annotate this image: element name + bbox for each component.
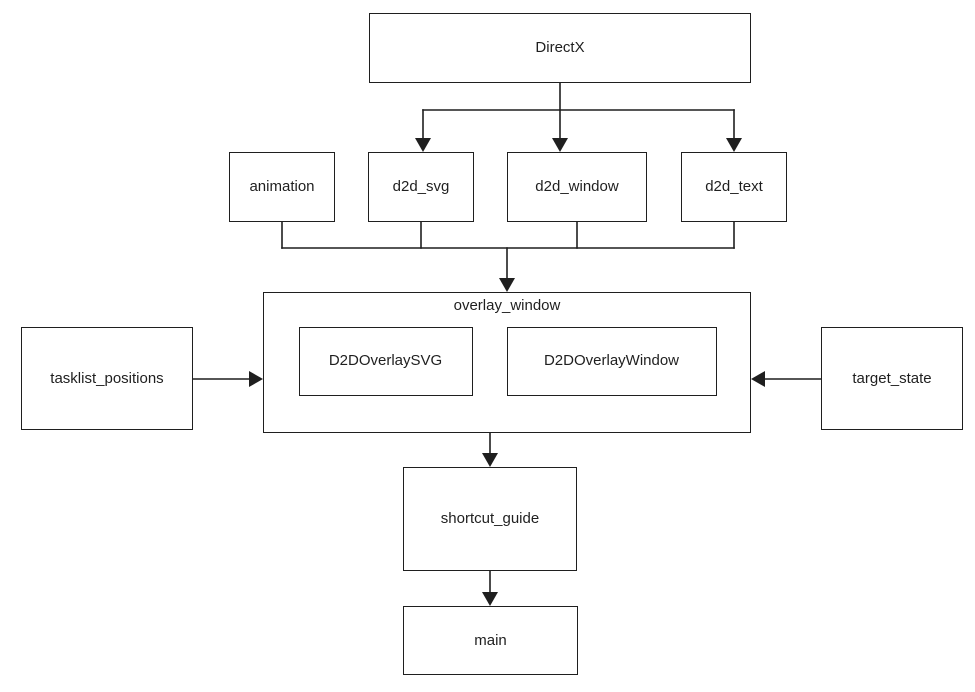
node-d2d-svg: d2d_svg [368,152,474,222]
node-d2d-overlay-svg: D2DOverlaySVG [298,326,473,396]
node-d2d-text: d2d_text [681,152,787,222]
node-shortcut-guide-label: shortcut_guide [440,510,540,527]
node-main-label: main [474,631,507,649]
connector-merge-to-overlay_window-arrow [499,247,515,292]
node-d2d-overlay-svg-label: D2DOverlaySVG [328,352,443,369]
node-d2d-window: d2d_window [507,152,647,222]
connector-target_state-to-overlay_window [751,371,822,387]
connector-overlay_window-to-shortcut_guide [482,431,498,467]
node-shortcut-guide: shortcut_guide [403,467,577,571]
node-d2d-window-label: d2d_window [535,178,619,195]
node-d2d-overlay-window: D2DOverlayWindow [506,326,717,396]
node-directx-label: DirectX [535,39,585,56]
connector-shortcut_guide-to-main [482,569,498,606]
connector-directx-to-d2d_text-arrow [726,109,742,152]
node-tasklist-positions: tasklist_positions [21,327,193,430]
node-d2d-overlay-window-label: D2DOverlayWindow [543,352,680,369]
node-directx: DirectX [369,13,751,83]
node-target-state: target_state [821,327,963,430]
node-main: main [403,606,578,675]
connector-tasklist_positions-to-overlay_window [192,371,263,387]
node-animation: animation [229,152,335,222]
connector-directx-to-d2d_svg-arrow [415,109,431,152]
node-tasklist-positions-label: tasklist_positions [50,369,164,387]
node-target-state-label: target_state [852,369,932,387]
node-d2d-text-label: d2d_text [705,178,763,195]
node-overlay-window-label: overlay_window [453,297,561,314]
connector-directx-to-d2d_window-arrow [552,109,568,152]
node-d2d-svg-label: d2d_svg [392,178,450,195]
node-overlay-window: overlay_window D2DOverlaySVG D2DOverlayW… [263,292,751,433]
node-animation-label: animation [249,178,315,195]
